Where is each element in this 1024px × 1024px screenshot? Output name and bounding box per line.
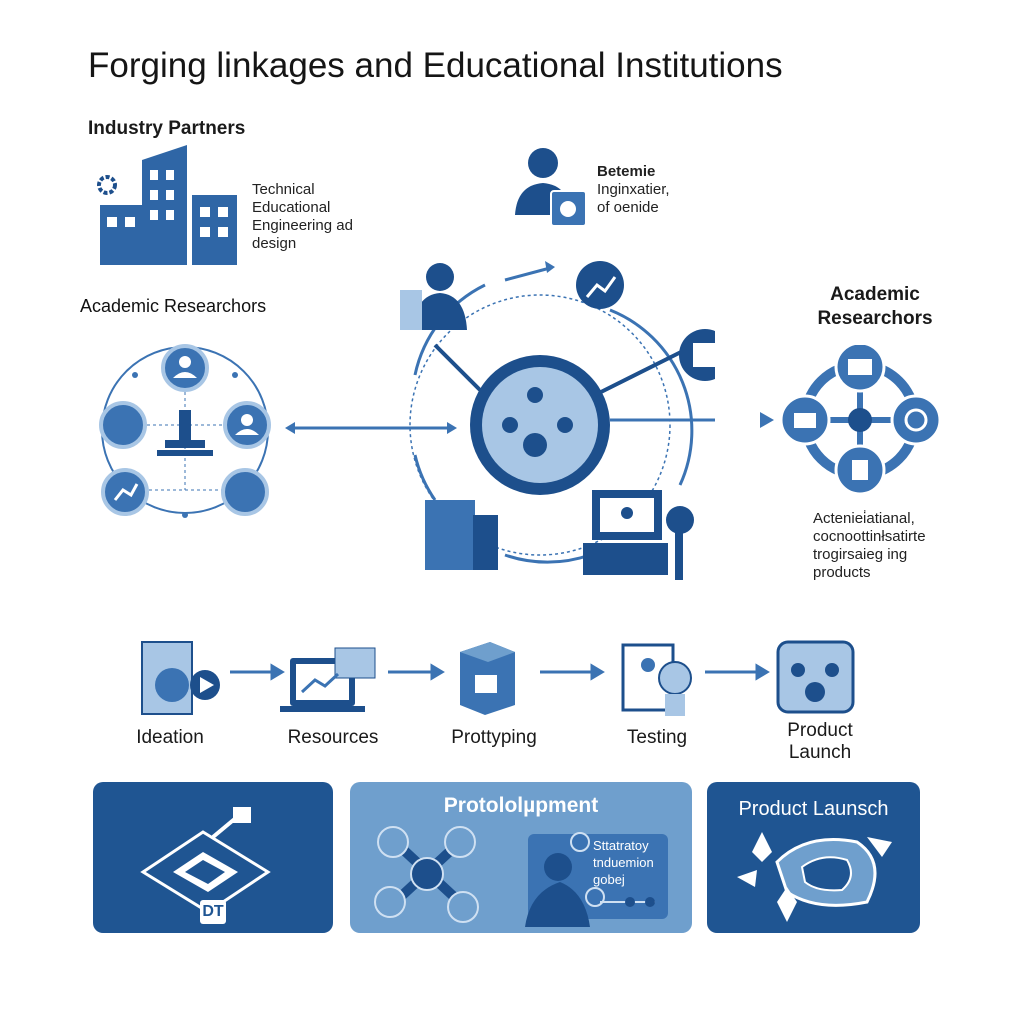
strategy-card: Sttatratoy tnduemion gobej	[593, 837, 654, 888]
desc-line: Technical	[252, 181, 315, 198]
panel-design: DT	[93, 782, 333, 933]
step-prototyping: Prottyping	[451, 727, 537, 748]
desc-line: Educational	[252, 199, 331, 216]
desc-line: design	[252, 235, 297, 252]
central-hub	[395, 255, 715, 585]
page-title: Forging linkages and Educational Institu…	[88, 46, 783, 85]
card-line: tnduemion	[593, 855, 654, 870]
process-flow	[130, 630, 870, 720]
desc-line: Inginxatier,	[597, 181, 670, 198]
academic-researchers-right-heading: Academic Researchors	[805, 283, 945, 331]
step-ideation: Ideation	[136, 727, 204, 748]
academic-network-left	[95, 340, 280, 525]
desc-line: cocnoottinłsatirte	[813, 528, 926, 545]
businessperson-icon	[513, 143, 588, 228]
panel-product-launch: Product Launsch	[707, 782, 920, 933]
desc-line: Betemie	[597, 163, 656, 180]
desc-line: of oenide	[597, 199, 659, 216]
dt-badge: DT	[200, 900, 226, 924]
arrow-right-icon	[760, 412, 774, 428]
card-line: gobej	[593, 872, 625, 887]
industry-description: Technical Educational Engineering ad des…	[252, 181, 353, 253]
heading-line: Academic	[830, 284, 920, 305]
academic-network-right	[780, 345, 945, 495]
right-description: Acteniei̇atianal, cocnoottinłsatirte tro…	[813, 510, 926, 582]
step-resources: Resources	[287, 727, 379, 748]
buildings-icon	[92, 145, 242, 270]
panel-title: Protololµpment	[443, 794, 599, 817]
step-testing: Testing	[626, 727, 688, 748]
panel-prototype-development: Protololµpment Sttatratoy tnduemion gobe…	[350, 782, 692, 933]
desc-line: Engineering ad	[252, 217, 353, 234]
card-line: Sttatratoy	[593, 838, 649, 853]
desc-line: Acteniei̇atianal,	[813, 510, 915, 527]
double-arrow	[285, 420, 457, 436]
person-description: Betemie Inginxatier, of oenide	[597, 163, 670, 217]
step-product-launch: Product Launch	[787, 720, 853, 763]
panel-title: Product Launsch	[738, 798, 889, 820]
industry-partners-heading: Industry Partners	[88, 118, 246, 139]
academic-researchers-left-heading: Academic Researchors	[80, 296, 267, 316]
heading-line: Researchors	[817, 308, 933, 329]
desc-line: products	[813, 564, 871, 581]
desc-line: trogirsaieg ing	[813, 546, 908, 563]
